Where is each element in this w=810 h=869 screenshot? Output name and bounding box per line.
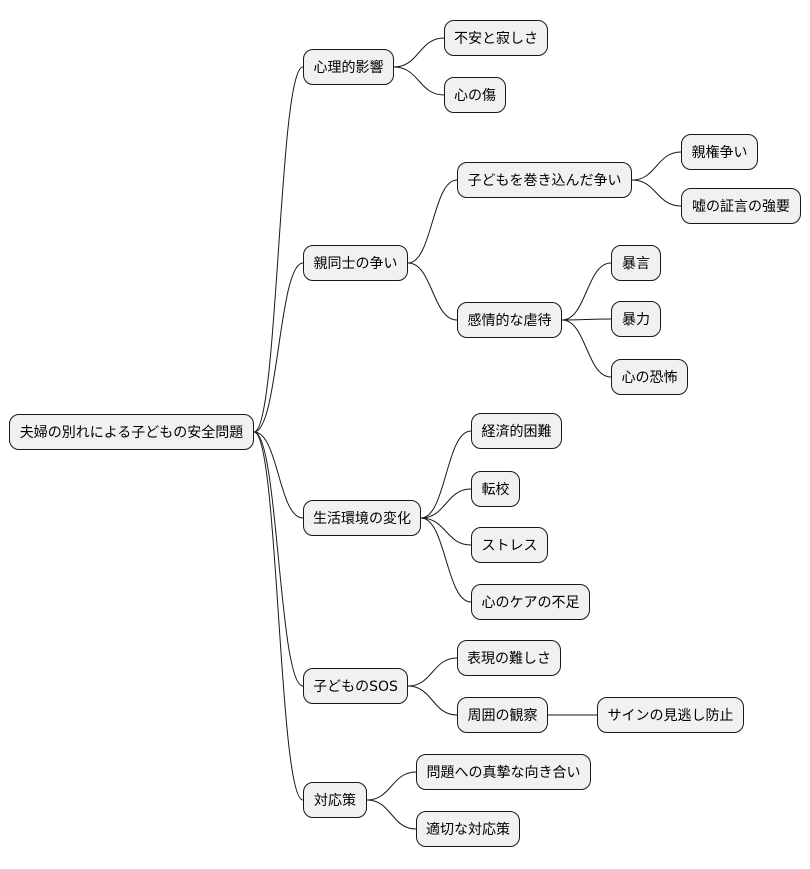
node-observation-by-others: 周囲の観察 xyxy=(457,697,548,733)
node-emotional-abuse: 感情的な虐待 xyxy=(457,302,562,338)
connector-root-to-conflict xyxy=(253,262,304,433)
node-custody-dispute: 親権争い xyxy=(681,134,758,170)
node-violence: 暴力 xyxy=(611,301,661,337)
branch-parental-conflict: 親同士の争い xyxy=(303,245,408,281)
connector-conflict-involving-to-custody xyxy=(631,151,682,181)
node-lack-of-emotional-care: 心のケアの不足 xyxy=(471,584,590,620)
node-school-transfer: 転校 xyxy=(471,471,520,507)
connector-emotional-abuse-to-violence xyxy=(561,318,612,321)
branch-psychological-impact: 心理的影響 xyxy=(303,49,394,85)
connector-sos-to-observation xyxy=(407,685,458,716)
connector-conflict-to-emotional-abuse xyxy=(407,262,458,321)
connector-conflict-to-conflict-involving xyxy=(407,179,458,264)
node-forced-false-testimony: 嘘の証言の強要 xyxy=(681,188,801,224)
node-prevent-missing-signs: サインの見逃し防止 xyxy=(597,697,744,733)
connector-measures-to-face-problem xyxy=(366,771,417,801)
node-appropriate-response: 適切な対応策 xyxy=(416,811,520,847)
connector-measures-to-proper-response xyxy=(366,799,417,830)
connector-psych-to-psych-wound xyxy=(393,66,445,96)
branch-living-environment-change: 生活環境の変化 xyxy=(303,500,421,536)
connector-conflict-involving-to-false-testimony xyxy=(631,179,682,207)
node-face-problem-sincerely: 問題への真摯な向き合い xyxy=(416,754,591,790)
node-difficulty-expressing: 表現の難しさ xyxy=(457,640,561,676)
connector-root-to-psych xyxy=(253,66,304,433)
node-emotional-wound: 心の傷 xyxy=(444,77,506,113)
connector-emotional-abuse-to-verbal xyxy=(561,262,612,321)
connector-root-to-environment xyxy=(253,431,304,519)
connector-environment-to-stress xyxy=(420,517,472,546)
connector-sos-to-expression xyxy=(407,657,458,687)
node-fear: 心の恐怖 xyxy=(611,359,688,395)
node-verbal-abuse: 暴言 xyxy=(611,245,661,281)
connector-environment-to-lack-care xyxy=(420,517,472,603)
connector-psych-to-psych-anxiety xyxy=(393,37,445,68)
node-anxiety-loneliness: 不安と寂しさ xyxy=(444,20,548,56)
connector-root-to-measures xyxy=(253,431,304,801)
node-stress: ストレス xyxy=(471,527,548,563)
connector-emotional-abuse-to-fear xyxy=(561,319,612,378)
connector-root-to-sos xyxy=(253,431,304,687)
node-economic-hardship: 経済的困難 xyxy=(471,413,562,449)
connector-environment-to-school xyxy=(420,488,472,519)
connector-environment-to-economic xyxy=(420,430,472,519)
branch-countermeasures: 対応策 xyxy=(303,782,367,818)
branch-child-sos: 子どものSOS xyxy=(303,668,408,704)
mindmap-root-node: 夫婦の別れによる子どもの安全問題 xyxy=(9,414,254,450)
node-conflict-involving-child: 子どもを巻き込んだ争い xyxy=(457,162,632,198)
